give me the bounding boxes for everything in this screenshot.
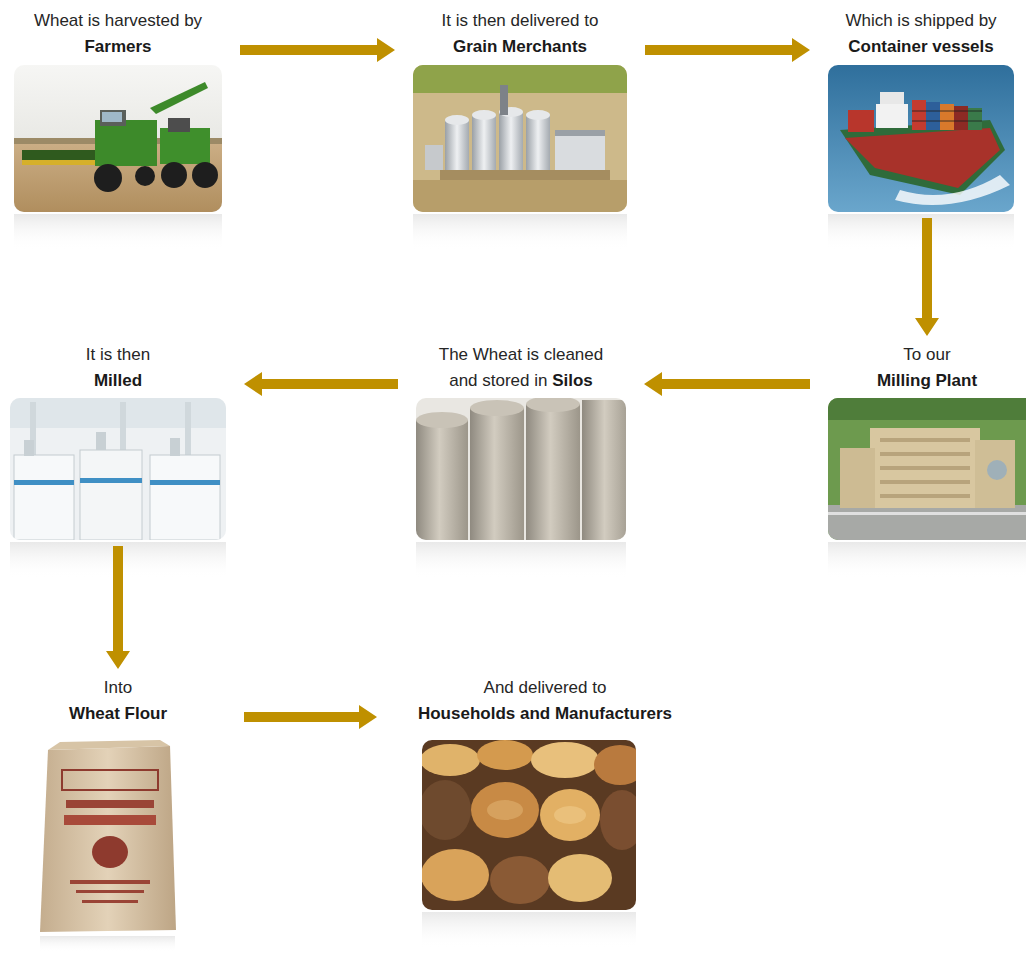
step-text: It is then delivered to <box>442 8 599 34</box>
step-caption: It is thenMilled <box>86 342 150 394</box>
step-name: Container vessels <box>845 34 996 60</box>
flow-arrow <box>645 38 810 62</box>
step-caption: Which is shipped byContainer vessels <box>845 8 996 60</box>
step-name: Milled <box>86 368 150 394</box>
process-step: It is thenMilled <box>10 342 226 540</box>
process-step: The Wheat is cleaned and stored in Silos <box>416 342 626 540</box>
step-name: Wheat Flour <box>69 701 167 727</box>
step-name: Grain Merchants <box>442 34 599 60</box>
step-text: Into <box>69 675 167 701</box>
step-caption: It is then delivered toGrain Merchants <box>442 8 599 60</box>
step-text: Which is shipped by <box>845 8 996 34</box>
flow-arrow <box>915 218 939 336</box>
flow-arrow <box>240 38 395 62</box>
process-step: And delivered toHouseholds and Manufactu… <box>395 675 695 910</box>
step-name: Farmers <box>34 34 202 60</box>
step-text: Wheat is harvested by <box>34 8 202 34</box>
flow-arrow <box>244 705 377 729</box>
step-text: And delivered to <box>418 675 672 701</box>
flow-arrow <box>644 372 810 396</box>
step-caption: And delivered toHouseholds and Manufactu… <box>418 675 672 727</box>
step-caption: IntoWheat Flour <box>69 675 167 727</box>
step-name: Silos <box>552 371 593 390</box>
step-caption: Wheat is harvested byFarmers <box>34 8 202 60</box>
flow-arrow <box>106 546 130 669</box>
process-step: Wheat is harvested byFarmers <box>14 8 222 212</box>
process-step: It is then delivered toGrain Merchants <box>413 8 627 212</box>
step-text: To our <box>877 342 977 368</box>
process-step: To ourMilling Plant <box>828 342 1026 540</box>
step-text: It is then <box>86 342 150 368</box>
step-name: Households and Manufacturers <box>418 701 672 727</box>
process-step: Which is shipped byContainer vessels <box>828 8 1014 212</box>
process-step: IntoWheat Flour <box>10 675 226 935</box>
step-caption: The Wheat is cleaned and stored in Silos <box>431 342 611 394</box>
step-name: Milling Plant <box>877 368 977 394</box>
step-caption: To ourMilling Plant <box>877 342 977 394</box>
flow-arrow <box>244 372 398 396</box>
